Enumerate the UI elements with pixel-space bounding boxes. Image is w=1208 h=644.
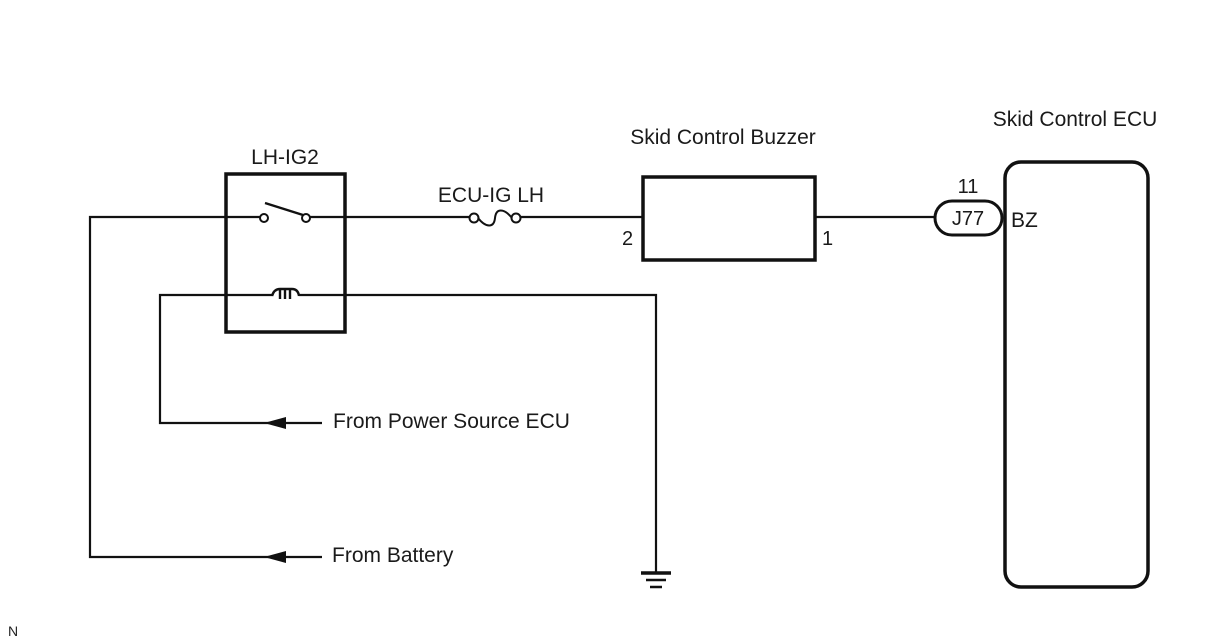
footer-code: N: [8, 623, 18, 639]
buzzer-box: [641, 175, 817, 262]
buzzer-label: Skid Control Buzzer: [630, 126, 816, 149]
ecu-box: [1003, 160, 1150, 589]
relay-label: LH-IG2: [251, 146, 319, 169]
ground-wire: [300, 293, 658, 572]
power-source-wire: [158, 293, 280, 425]
battery-wire: [88, 215, 280, 559]
ecu-terminal-label: BZ: [1011, 209, 1038, 232]
buzzer-pin-2: 2: [622, 228, 633, 250]
fuse-label: ECU-IG LH: [438, 184, 544, 207]
buzzer-pin-1: 1: [822, 228, 833, 250]
power-source-arrow-icon: [264, 417, 286, 429]
battery-label: From Battery: [332, 544, 454, 567]
relay-switch-icon: [259, 201, 311, 223]
battery-arrow-icon: [264, 551, 286, 563]
power-source-label: From Power Source ECU: [333, 410, 570, 433]
fuse-icon: [468, 209, 522, 227]
ground-icon: [641, 571, 671, 589]
connector-j77: [933, 199, 1004, 237]
connector-label: J77: [952, 208, 984, 230]
relay-coil-icon: [270, 287, 301, 299]
relay-box: [224, 172, 347, 334]
connector-pin-number: 11: [958, 176, 979, 198]
ecu-label: Skid Control ECU: [993, 108, 1158, 131]
